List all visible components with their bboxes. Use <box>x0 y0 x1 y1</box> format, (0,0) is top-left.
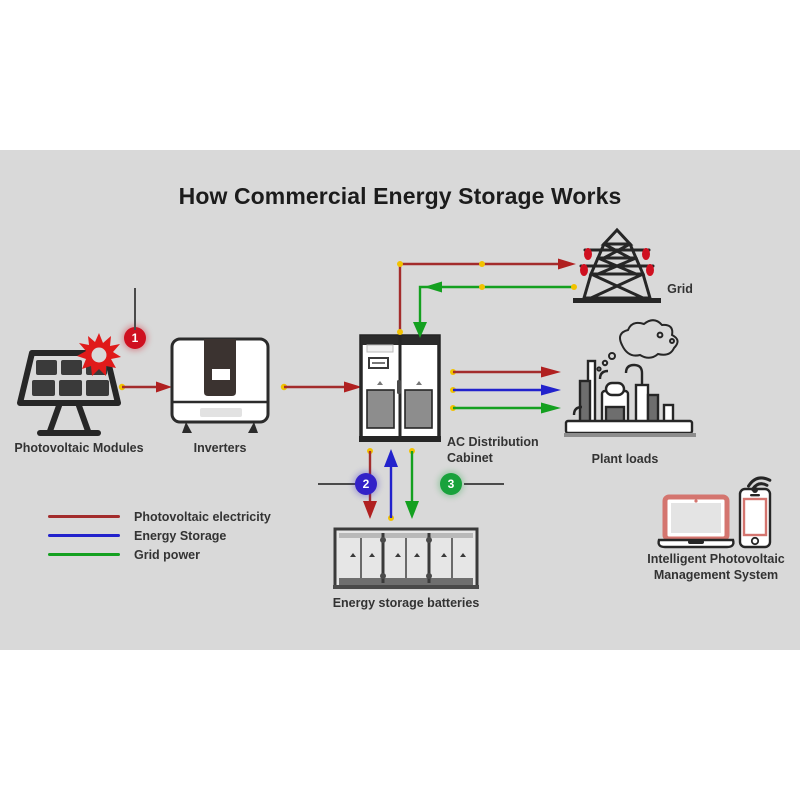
flow-cabinet-to-plant <box>449 366 565 414</box>
legend-swatch-storage <box>48 534 120 537</box>
flow-battery-charge-grid <box>405 448 419 519</box>
step-badge-1: 1 <box>124 327 146 349</box>
pv-label: Photovoltaic Modules <box>14 441 144 455</box>
legend-swatch-pv <box>48 515 120 518</box>
sunburst-icon <box>76 332 122 378</box>
cabinet-label: AC Distribution Cabinet <box>447 434 567 466</box>
inverter-label: Inverters <box>193 441 247 455</box>
smartphone-icon <box>738 487 772 549</box>
factory-icon <box>560 319 700 440</box>
badge-2-leader <box>318 483 356 485</box>
plant-label: Plant loads <box>591 452 659 466</box>
legend-swatch-grid <box>48 553 120 556</box>
flow-cabinet-grid-group <box>392 252 582 338</box>
flow-plant-grid <box>450 402 561 414</box>
badge-3-leader <box>464 483 504 485</box>
management-label: Intelligent Photovoltaic Management Syst… <box>631 551 800 583</box>
flow-plant-pv <box>450 366 561 378</box>
flow-cabinet-batteries <box>362 447 422 522</box>
step-badge-2-label: 2 <box>362 477 370 491</box>
legend-item-pv: Photovoltaic electricity <box>48 507 271 526</box>
flow-grid-to-cabinet <box>413 281 577 338</box>
legend-label-pv: Photovoltaic electricity <box>134 509 271 524</box>
legend-item-storage: Energy Storage <box>48 526 271 545</box>
solar-panel-icon <box>14 345 122 440</box>
step-badge-2: 2 <box>355 473 377 495</box>
step-badge-3: 3 <box>440 473 462 495</box>
battery-container-icon <box>333 527 479 589</box>
page-title: How Commercial Energy Storage Works <box>178 183 622 209</box>
step-badge-1-label: 1 <box>131 331 139 345</box>
step-badge-3-label: 3 <box>447 477 455 491</box>
flow-plant-storage <box>450 384 561 396</box>
grid-label: Grid <box>667 282 693 296</box>
flow-inverter-to-cabinet <box>280 380 364 394</box>
legend: Photovoltaic electricity Energy Storage … <box>48 507 271 564</box>
transmission-tower-icon <box>571 227 663 306</box>
wifi-icon <box>744 468 776 494</box>
legend-item-grid: Grid power <box>48 545 271 564</box>
management-label-line2: Management System <box>653 568 779 582</box>
management-label-line1: Intelligent Photovoltaic <box>647 552 785 566</box>
laptop-icon <box>657 494 737 551</box>
cabinet-label-line1: AC Distribution <box>447 435 539 449</box>
cabinet-label-line2: Cabinet <box>447 451 493 465</box>
flow-battery-discharge <box>384 449 398 521</box>
batteries-label: Energy storage batteries <box>332 596 480 610</box>
inverter-icon <box>168 336 272 436</box>
badge-1-leader <box>134 288 136 330</box>
distribution-cabinet-icon <box>359 334 441 444</box>
legend-label-storage: Energy Storage <box>134 528 227 543</box>
flow-cabinet-to-grid <box>397 258 576 335</box>
legend-label-grid: Grid power <box>134 547 200 562</box>
flow-pv-to-inverter <box>118 380 174 394</box>
